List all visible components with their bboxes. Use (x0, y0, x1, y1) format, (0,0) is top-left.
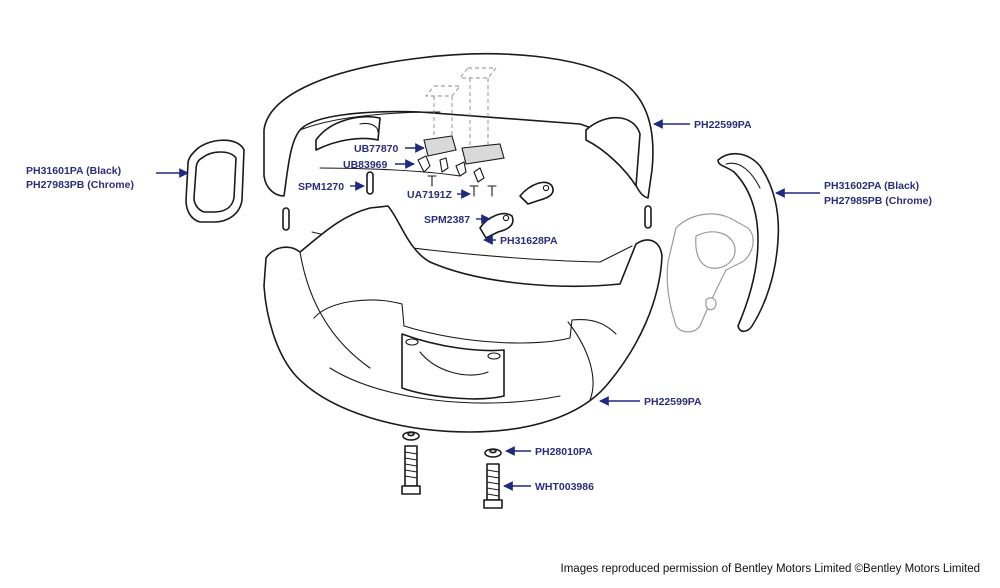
label-ub77870: UB77870 (354, 143, 399, 155)
fixing-bolts (401, 431, 503, 509)
label-ph27985pb: PH27985PB (Chrome) (824, 195, 932, 207)
leader-arrows (156, 119, 820, 491)
label-wht003986: WHT003986 (535, 481, 594, 493)
assembly-guides (425, 67, 497, 148)
mounting-brackets (417, 135, 554, 239)
right-trim-piece (717, 153, 780, 333)
label-spm1270: SPM1270 (298, 181, 344, 193)
left-trim-piece (185, 139, 245, 223)
label-ph22599pa-upper: PH22599PA (694, 119, 752, 131)
label-spm2387: SPM2387 (424, 214, 470, 226)
label-ph22599pa-lower: PH22599PA (644, 396, 702, 408)
upper-shroud (263, 53, 654, 263)
label-ph31601pa: PH31601PA (Black) (26, 165, 121, 177)
label-ph27983pb: PH27983PB (Chrome) (26, 179, 134, 191)
label-ph28010pa: PH28010PA (535, 446, 593, 458)
label-ua7191z: UA7191Z (407, 189, 453, 201)
label-ub83969: UB83969 (343, 159, 388, 171)
label-ph31602pa: PH31602PA (Black) (824, 180, 919, 192)
label-ph31628pa: PH31628PA (500, 235, 558, 247)
credit-line: Images reproduced permission of Bentley … (561, 563, 980, 575)
steering-column-bracket-ghost (666, 213, 754, 333)
lower-shroud (263, 205, 663, 433)
